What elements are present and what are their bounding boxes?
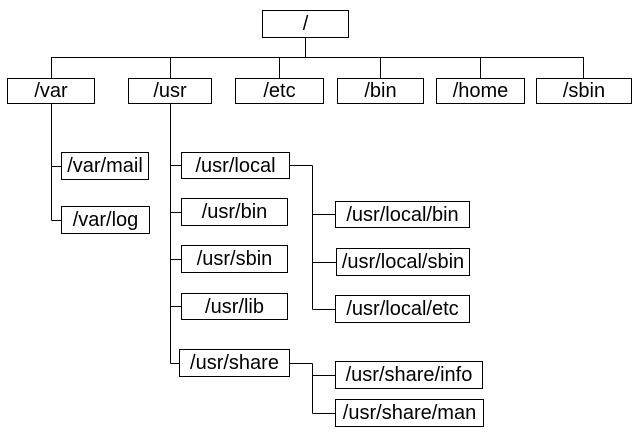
node-sbin: /sbin xyxy=(536,78,632,104)
node-bin: /bin xyxy=(337,78,424,104)
node-root: / xyxy=(262,10,349,38)
connector-usr-children xyxy=(170,104,181,364)
node-var: /var xyxy=(7,78,95,104)
connector-var-children xyxy=(51,104,61,221)
connector-row2-drops xyxy=(51,57,584,78)
node-usr-bin: /usr/bin xyxy=(181,198,288,226)
connector-usr-local-children xyxy=(290,165,336,310)
node-etc: /etc xyxy=(235,78,324,104)
node-usr-local-etc: /usr/local/etc xyxy=(335,295,470,323)
node-usr-lib: /usr/lib xyxy=(181,293,288,320)
node-home: /home xyxy=(436,78,525,104)
node-usr-local-sbin: /usr/local/sbin xyxy=(336,248,470,276)
node-var-log: /var/log xyxy=(61,206,150,234)
node-var-mail: /var/mail xyxy=(61,152,149,180)
node-usr-share: /usr/share xyxy=(179,349,290,377)
node-usr: /usr xyxy=(128,78,212,104)
node-usr-local: /usr/local xyxy=(181,152,290,179)
node-usr-local-bin: /usr/local/bin xyxy=(335,201,470,228)
connector-usr-share-children xyxy=(290,363,335,414)
node-usr-sbin: /usr/sbin xyxy=(181,245,288,273)
node-usr-share-man: /usr/share/man xyxy=(335,399,484,427)
node-usr-share-info: /usr/share/info xyxy=(335,361,483,389)
